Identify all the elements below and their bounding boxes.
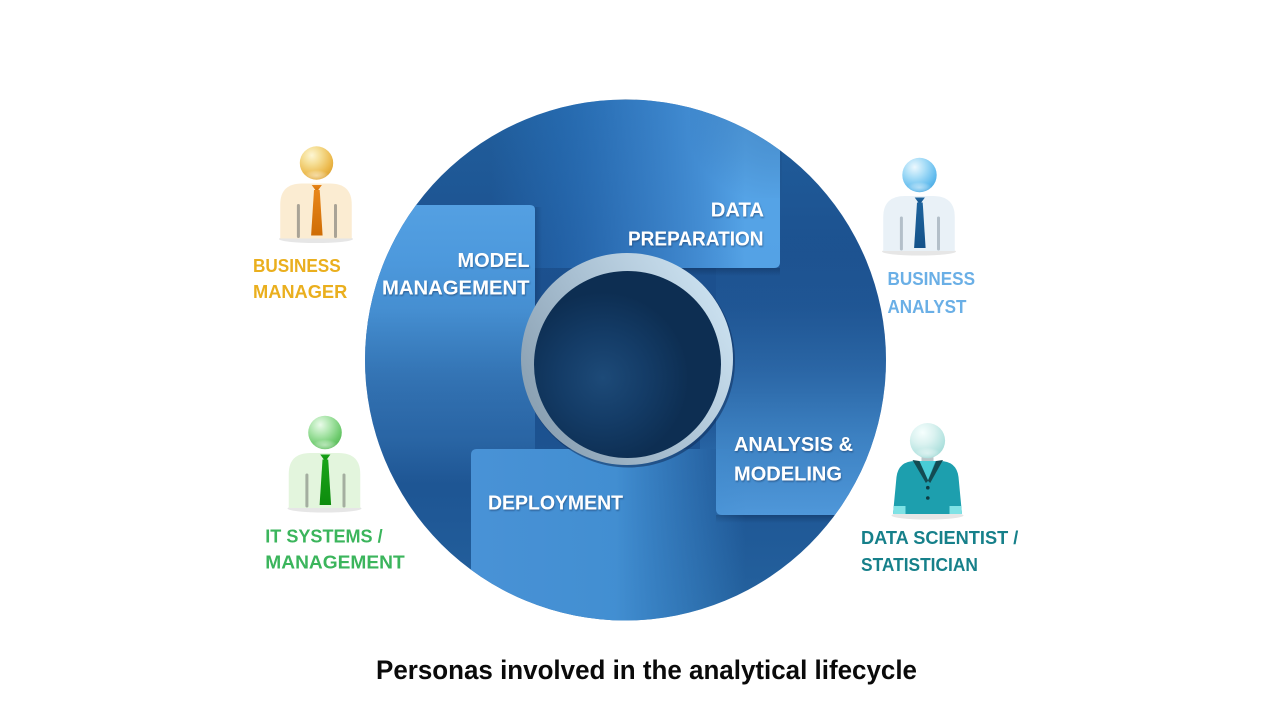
svg-text:ANALYST: ANALYST xyxy=(888,296,967,317)
svg-text:MANAGER: MANAGER xyxy=(253,281,348,302)
svg-text:STATISTICIAN: STATISTICIAN xyxy=(861,554,978,575)
svg-text:MANAGEMENT: MANAGEMENT xyxy=(265,552,405,573)
svg-text:DATA: DATA xyxy=(711,199,764,222)
svg-text:DATA SCIENTIST /: DATA SCIENTIST / xyxy=(861,527,1019,548)
svg-text:PREPARATION: PREPARATION xyxy=(628,228,764,251)
svg-text:MODELING: MODELING xyxy=(734,463,842,486)
svg-text:ANALYSIS &: ANALYSIS & xyxy=(734,433,853,456)
svg-text:BUSINESS: BUSINESS xyxy=(888,268,976,289)
svg-text:Personas involved in the analy: Personas involved in the analytical life… xyxy=(376,655,917,685)
svg-text:BUSINESS: BUSINESS xyxy=(253,255,341,276)
svg-text:MANAGEMENT: MANAGEMENT xyxy=(382,277,530,300)
svg-text:IT SYSTEMS /: IT SYSTEMS / xyxy=(265,526,383,547)
svg-text:DEPLOYMENT: DEPLOYMENT xyxy=(488,492,623,515)
svg-text:MODEL: MODEL xyxy=(458,249,530,272)
